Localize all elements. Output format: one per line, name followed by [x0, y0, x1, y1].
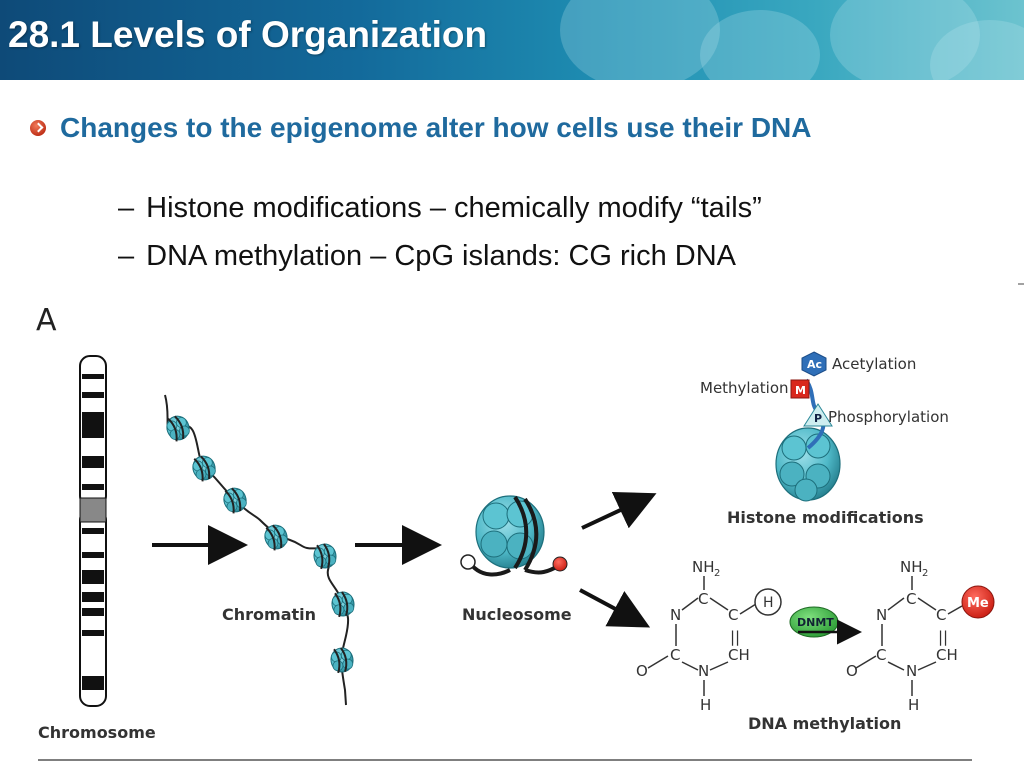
- methyl-group-circle: [961, 585, 995, 619]
- ac-symbol: Ac: [807, 358, 822, 371]
- phosphorylation-triangle: [803, 403, 833, 427]
- arrow-to-histone-mods: [581, 492, 657, 530]
- m-symbol: M: [795, 384, 806, 397]
- sub-bullet-methylation: –DNA methylation – CpG islands: CG rich …: [118, 240, 736, 273]
- methylation-square: [790, 379, 810, 399]
- chromosome: [79, 355, 107, 707]
- chromatin-label: Chromatin: [222, 605, 316, 624]
- slide-title: 28.1 Levels of Organization: [8, 14, 488, 55]
- atom-nh2-base: NH: [692, 558, 715, 576]
- panel-label: A: [36, 303, 57, 338]
- atom-c-right: C: [728, 606, 738, 624]
- atom-c-top: C: [906, 590, 916, 608]
- p-symbol: P: [814, 412, 822, 425]
- nucleosome-detail: [460, 495, 568, 577]
- sub-bullet-histone: –Histone modifications – chemically modi…: [118, 192, 762, 225]
- atom-o: O: [636, 662, 648, 680]
- sub-bullet-text: DNA methylation – CpG islands: CG rich D…: [146, 240, 737, 272]
- bullet-arrow-icon: [30, 120, 46, 136]
- atom-c-top: C: [698, 590, 708, 608]
- header-banner: 28.1 Levels of Organization: [0, 0, 1024, 80]
- sub-bullet-dash: –: [118, 192, 135, 224]
- acetylation-label: Acetylation: [832, 355, 916, 373]
- atom-c-left: C: [876, 646, 886, 664]
- atom-ch: CH: [728, 646, 750, 664]
- atom-n-upper: N: [876, 606, 887, 624]
- atom-o: O: [846, 662, 858, 680]
- atom-c-right: C: [936, 606, 946, 624]
- atom-c-left: C: [670, 646, 680, 664]
- arrow-to-dna-methylation: [579, 588, 651, 628]
- atom-h-bottom: H: [908, 696, 919, 714]
- cytosine-structure: N C C C CH N O H NH 2 ||: [636, 558, 782, 714]
- atom-ch: CH: [936, 646, 958, 664]
- methylation-label: Methylation: [700, 379, 789, 397]
- acetylation-hexagon: [801, 351, 827, 377]
- double-bond-mark: ||: [938, 628, 948, 646]
- atom-nh2-sub: 2: [922, 568, 928, 579]
- dnmt-label: DNMT: [797, 616, 834, 629]
- phosphorylation-label: Phosphorylation: [828, 408, 949, 426]
- atom-n-upper: N: [670, 606, 681, 624]
- histone-modification-group: [775, 351, 841, 502]
- nucleosome-label: Nucleosome: [462, 605, 572, 624]
- dna-methylation-label: DNA methylation: [748, 714, 901, 733]
- atom-n-lower: N: [906, 662, 917, 680]
- sub-bullet-dash: –: [118, 240, 135, 272]
- double-bond-mark: ||: [730, 628, 740, 646]
- main-bullet-text: Changes to the epigenome alter how cells…: [60, 112, 812, 143]
- methylcytosine-structure: N C C C CH N O H NH 2 ||: [846, 558, 963, 714]
- hydrogen-label: H: [763, 595, 774, 611]
- histone-modifications-label: Histone modifications: [727, 508, 924, 527]
- atom-n-lower: N: [698, 662, 709, 680]
- main-bullet-row: Changes to the epigenome alter how cells…: [30, 112, 812, 144]
- atom-nh2-sub: 2: [714, 568, 720, 579]
- atom-nh2-base: NH: [900, 558, 923, 576]
- chromosome-label: Chromosome: [38, 723, 156, 742]
- methyl-group-label: Me: [967, 596, 989, 611]
- sub-bullet-text: Histone modifications – chemically modif…: [146, 192, 762, 224]
- atom-h-bottom: H: [700, 696, 711, 714]
